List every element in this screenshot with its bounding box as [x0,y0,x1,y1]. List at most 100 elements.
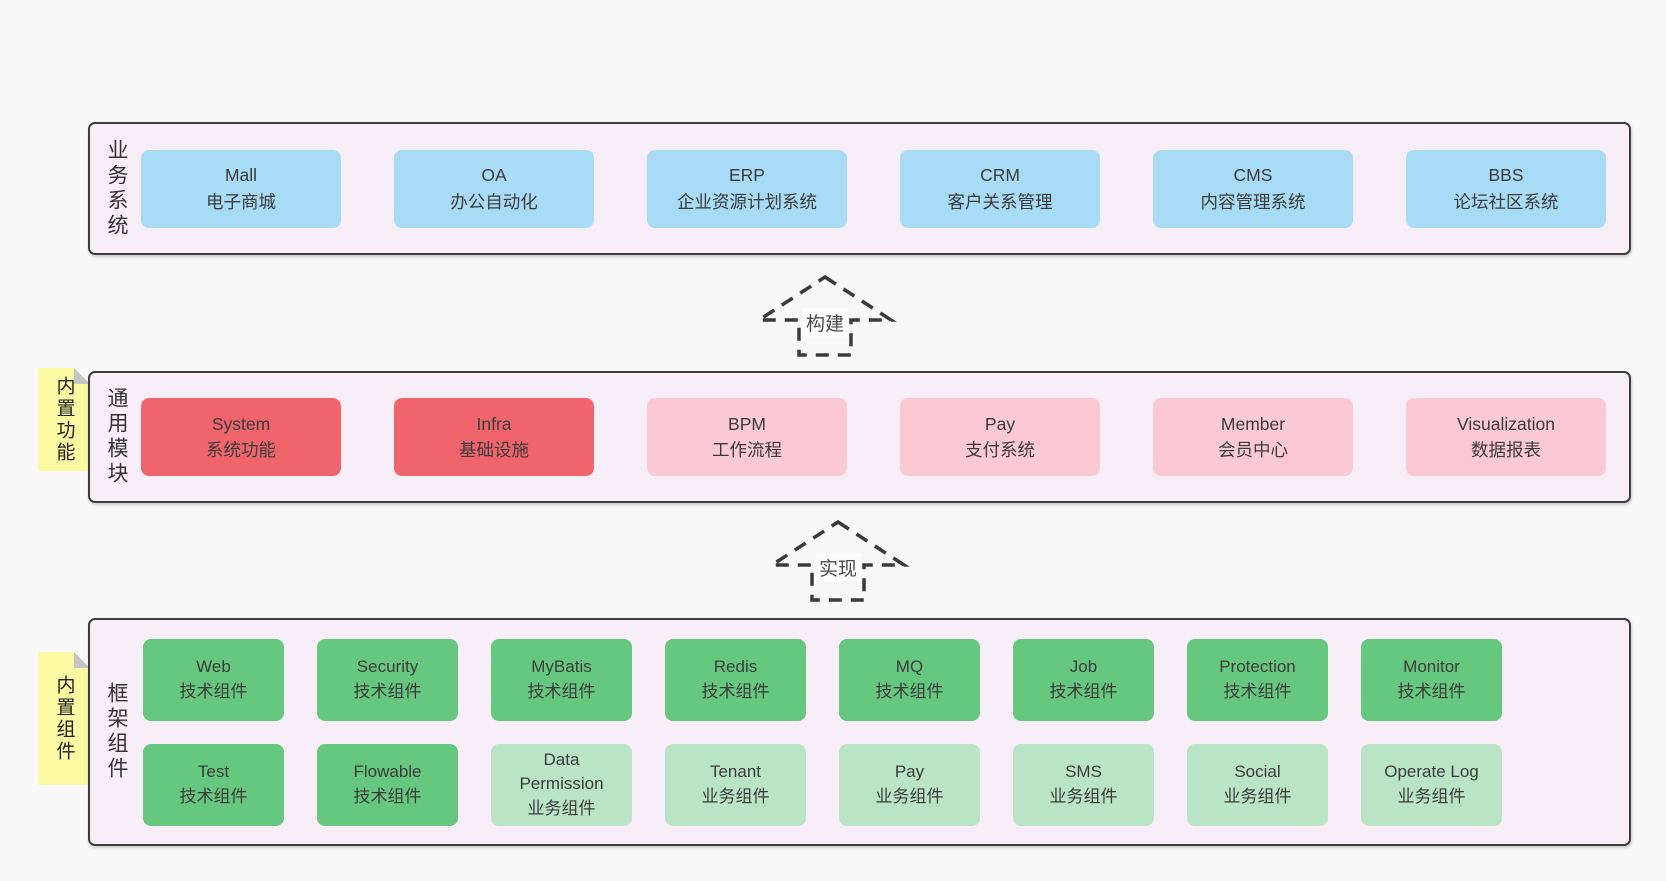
box-name: BPM [728,413,766,434]
box-desc: 技术组件 [875,681,944,701]
box-desc: 技术组件 [527,681,596,701]
business-systems-band: 业务系统 Mall 电子商城 OA 办公自动化 ERP 企业资源计划系统 CRM… [88,122,1631,255]
box-flowable: Flowable 技术组件 [317,743,458,826]
box-desc: 企业资源计划系统 [677,191,817,212]
box-desc: 会员中心 [1218,440,1288,460]
framework-components-rows: Web 技术组件 Security 技术组件 MyBatis 技术组件 Redi… [143,638,1502,826]
implement-arrow-label: 实现 [814,553,862,582]
box-name: Web [196,656,231,676]
box-desc: 工作流程 [712,440,782,460]
box-desc: 技术组件 [353,681,422,701]
box-name: BBS [1488,165,1524,186]
box-name: SMS [1065,761,1102,781]
box-member: Member 会员中心 [1153,398,1353,476]
box-desc: 业务组件 [1049,786,1118,806]
box-name: Security [356,656,419,676]
box-desc: 技术组件 [1397,681,1466,701]
box-desc: 数据报表 [1471,440,1541,460]
box-name: MyBatis [531,656,592,676]
box-name: ERP [729,165,765,186]
box-sms: SMS 业务组件 [1013,743,1154,826]
box-bbs: BBS 论坛社区系统 [1406,149,1606,228]
build-arrow: 构建 [750,274,900,358]
box-desc: 技术组件 [1223,681,1292,701]
box-desc: 技术组件 [1049,681,1118,701]
built-in-features-tab: 内置功能 [38,368,90,471]
built-in-components-tab: 内置组件 [38,652,90,785]
box-name: Infra [476,413,512,434]
box-job: Job 技术组件 [1013,638,1154,721]
box-mall: Mall 电子商城 [141,149,341,228]
box-desc: 技术组件 [179,786,248,806]
box-desc: 论坛社区系统 [1453,191,1559,212]
box-mq: MQ 技术组件 [839,638,980,721]
box-social: Social 业务组件 [1187,743,1328,826]
box-cms: CMS 内容管理系统 [1153,149,1353,228]
box-desc: 业务组件 [701,786,770,806]
box-name: Redis [713,656,758,676]
box-erp: ERP 企业资源计划系统 [647,149,847,228]
box-security: Security 技术组件 [317,638,458,721]
build-arrow-label: 构建 [801,308,849,337]
up-arrow-icon [766,519,910,602]
box-oa: OA 办公自动化 [394,149,594,228]
box-name: Data Permission [519,749,604,794]
box-name: Test [197,761,230,781]
box-monitor: Monitor 技术组件 [1361,638,1502,721]
band-label-framework-components: 框架组件 [105,682,128,782]
box-name: OA [481,165,507,186]
box-desc: 支付系统 [965,440,1035,460]
box-pay-component: Pay 业务组件 [839,743,980,826]
band-label-common-modules: 通用模块 [105,387,128,487]
box-infra: Infra 基础设施 [394,398,594,476]
box-name: Tenant [709,761,762,781]
box-name: Mall [224,165,258,186]
box-test: Test 技术组件 [143,743,284,826]
framework-components-band: 框架组件 Web 技术组件 Security 技术组件 MyBatis 技术组件… [88,618,1631,846]
common-modules-band: 通用模块 System 系统功能 Infra 基础设施 BPM 工作流程 Pay… [88,371,1631,503]
box-data-permission: Data Permission 业务组件 [491,743,632,826]
box-name: Protection [1219,656,1296,676]
box-desc: 客户关系管理 [947,191,1053,212]
box-tenant: Tenant 业务组件 [665,743,806,826]
box-name: Monitor [1403,656,1460,676]
box-desc: 业务组件 [527,798,596,818]
framework-components-row-2: Test 技术组件 Flowable 技术组件 Data Permission … [143,743,1502,826]
box-mybatis: MyBatis 技术组件 [491,638,632,721]
box-operate-log: Operate Log 业务组件 [1361,743,1502,826]
box-pay-module: Pay 支付系统 [900,398,1100,476]
box-name: Member [1220,413,1286,434]
implement-arrow: 实现 [763,519,913,603]
built-in-components-tab-label: 内置组件 [53,674,75,763]
band-label-business-systems: 业务系统 [105,138,128,239]
box-desc: 技术组件 [701,681,770,701]
box-visualization: Visualization 数据报表 [1406,398,1606,476]
box-web: Web 技术组件 [143,638,284,721]
box-name: CRM [980,165,1020,186]
box-desc: 电子商城 [206,191,276,212]
common-modules-boxes: System 系统功能 Infra 基础设施 BPM 工作流程 Pay 支付系统… [141,398,1606,476]
box-name: Pay [894,761,925,781]
box-protection: Protection 技术组件 [1187,638,1328,721]
box-name: Flowable [353,761,422,781]
box-name: System [211,413,271,434]
framework-components-row-1: Web 技术组件 Security 技术组件 MyBatis 技术组件 Redi… [143,638,1502,721]
box-name: Operate Log [1384,761,1479,781]
box-desc: 基础设施 [459,440,529,460]
built-in-features-tab-label: 内置功能 [53,375,75,464]
box-name: Pay [984,413,1016,434]
box-desc: 技术组件 [179,681,248,701]
box-name: Visualization [1457,413,1555,434]
box-name: MQ [895,656,924,676]
business-systems-boxes: Mall 电子商城 OA 办公自动化 ERP 企业资源计划系统 CRM 客户关系… [141,149,1606,228]
box-crm: CRM 客户关系管理 [900,149,1100,228]
box-desc: 业务组件 [1223,786,1292,806]
box-bpm: BPM 工作流程 [647,398,847,476]
box-redis: Redis 技术组件 [665,638,806,721]
box-desc: 系统功能 [206,440,276,460]
box-name: Social [1234,761,1281,781]
box-desc: 技术组件 [353,786,422,806]
up-arrow-icon [753,274,897,357]
box-name: Job [1069,656,1098,676]
